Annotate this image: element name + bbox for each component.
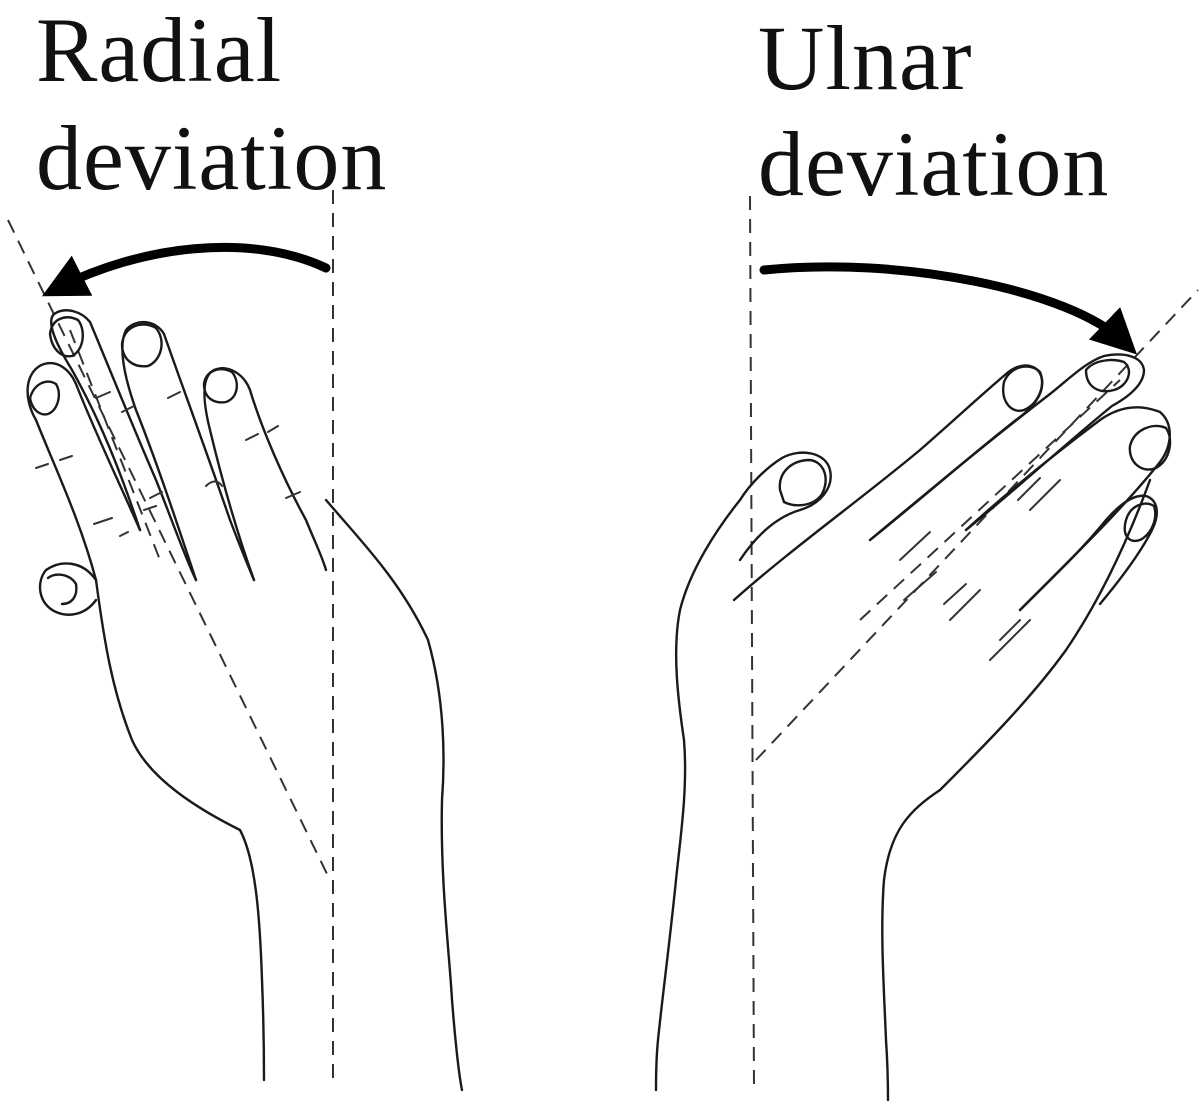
ulnar-crease-index <box>899 531 937 601</box>
ulnar-vertical-reference-line <box>749 195 755 1091</box>
ulnar-middle-finger <box>868 353 1146 542</box>
ulnar-ring-fingernail <box>1128 424 1172 471</box>
radial-forearm-right-edge <box>324 498 464 1092</box>
radial-ring-finger <box>121 321 256 582</box>
ulnar-middle-fingernail <box>1084 358 1131 393</box>
radial-crease-middle-upper <box>95 391 135 413</box>
radial-thumbnail <box>46 573 78 606</box>
radial-thumb <box>38 562 98 616</box>
radial-little-fingernail <box>202 368 238 404</box>
ulnar-little-finger <box>1018 494 1158 612</box>
radial-direction-arrow <box>41 242 331 297</box>
radial-crease-middle <box>93 517 129 537</box>
radial-crease-ring-lower <box>205 480 223 487</box>
ulnar-deviation-label-line2: deviation <box>758 113 1110 215</box>
radial-crease-little-lower <box>285 491 301 499</box>
radial-ring-fingernail <box>120 323 163 368</box>
radial-deviated-axis-line <box>7 219 331 881</box>
ulnar-crease-upper <box>1017 477 1061 511</box>
radial-finger-axis-line <box>69 329 161 561</box>
ulnar-deviation-hand <box>654 195 1199 1102</box>
radial-crease-little <box>245 425 279 441</box>
ulnar-finger-axis-line <box>859 379 1121 621</box>
radial-crease-ring-upper <box>167 391 181 399</box>
ulnar-little-fingernail <box>1123 502 1157 543</box>
radial-middle-fingernail <box>48 316 84 358</box>
ulnar-crease-middle <box>943 583 981 621</box>
ulnar-thumbnail <box>778 458 827 507</box>
ulnar-direction-arrow <box>759 262 1137 355</box>
radial-index-fingernail <box>28 380 60 416</box>
ulnar-thumb <box>738 451 832 562</box>
ulnar-deviation-label-line1: Ulnar <box>758 7 973 109</box>
radial-crease-ring <box>143 491 163 511</box>
radial-little-finger <box>203 367 328 582</box>
radial-deviation-hand <box>7 190 464 1092</box>
radial-middle-finger <box>50 309 198 582</box>
ulnar-forearm-right-edge <box>881 478 1152 1102</box>
ulnar-index-fingernail <box>1002 365 1044 412</box>
radial-index-finger <box>26 361 142 582</box>
radial-crease-index <box>35 455 73 469</box>
radial-deviation-label-line1: Radial <box>36 0 283 101</box>
radial-deviation-label-line2: deviation <box>36 107 388 209</box>
ulnar-deviated-axis-line <box>755 289 1199 761</box>
ulnar-crease-ring <box>989 619 1031 661</box>
radial-forearm-left-edge <box>94 578 266 1082</box>
ulnar-forearm-left-edge <box>654 498 742 1092</box>
